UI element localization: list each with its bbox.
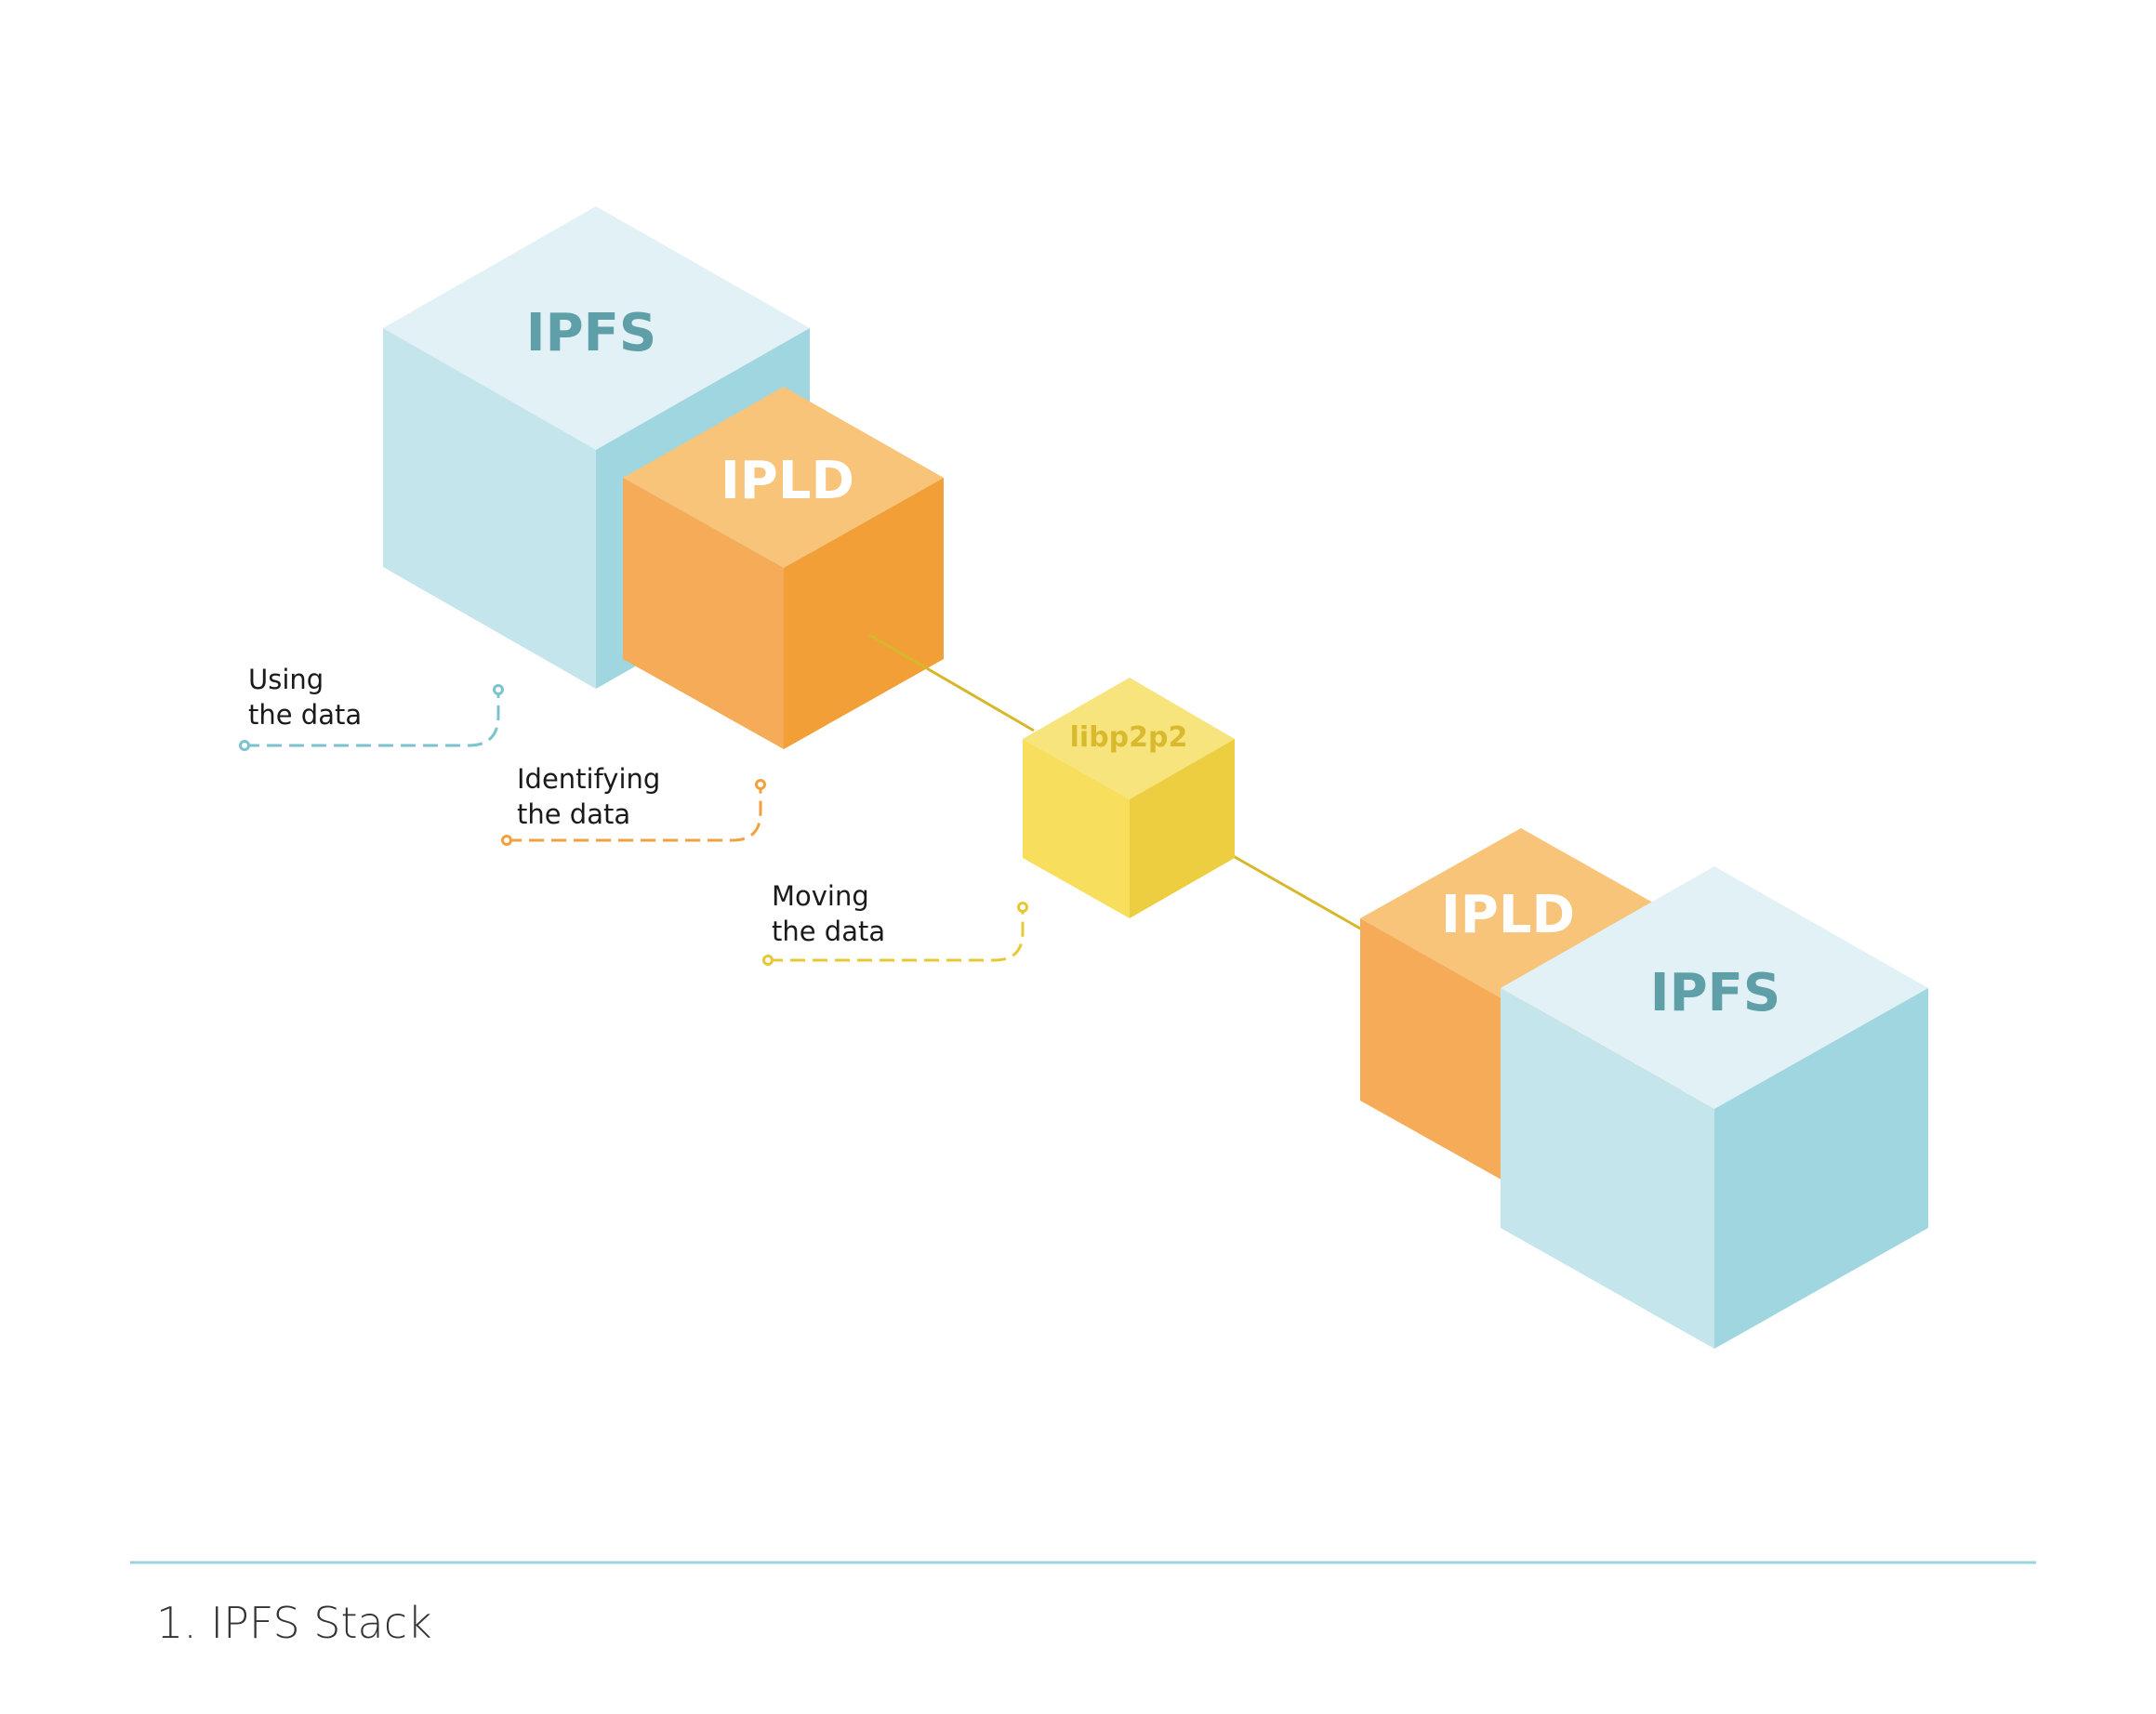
ipld-cube-br-left-face xyxy=(1360,918,1521,1191)
annotation-identifying-line2: the data xyxy=(517,798,630,830)
ipfs-cube-left-face xyxy=(383,328,596,689)
ipfs-cube-br-label: IPFS xyxy=(1650,963,1780,1023)
annotation-using-leader xyxy=(245,690,500,747)
ipfs-cube-br-top-face xyxy=(1501,866,1928,1109)
ipld-cube-right-face xyxy=(784,478,944,749)
ipld-cube-br-label: IPLD xyxy=(1441,885,1575,945)
annotation-using-end-dot xyxy=(493,684,504,695)
annotation-identifying-end-dot xyxy=(755,779,766,790)
ipld-cube-top-face xyxy=(623,387,944,568)
annotation-identifying-the-data: Identifying the data xyxy=(501,763,766,846)
libp2p-cube-left-face xyxy=(1023,739,1130,918)
ipfs-cube-top-face xyxy=(383,206,810,450)
annotation-using-the-data: Using the data xyxy=(239,664,504,751)
ipld-cube-left-face xyxy=(623,478,784,749)
annotation-moving-leader xyxy=(768,907,1025,962)
annotation-using-line2: the data xyxy=(248,699,362,731)
annotation-moving-start-dot xyxy=(762,955,774,966)
annotation-identifying-line1: Identifying xyxy=(517,763,660,795)
connector-line-upper xyxy=(868,633,1035,732)
annotation-using-line1: Using xyxy=(248,664,324,695)
annotation-moving-the-data: Moving the data xyxy=(762,880,1028,966)
ipfs-cube-label: IPFS xyxy=(526,303,656,363)
libp2p-cube: libp2p2 xyxy=(1023,678,1235,918)
figure-caption: 1. IPFS Stack xyxy=(156,1598,432,1648)
ipld-cube-label: IPLD xyxy=(721,451,854,511)
annotation-using-start-dot xyxy=(239,740,250,751)
ipld-cube-top-left: IPLD xyxy=(623,387,944,749)
annotation-moving-end-dot xyxy=(1017,902,1028,913)
ipfs-cube-br-left-face xyxy=(1501,988,1714,1349)
ipld-cube-br-top-face xyxy=(1360,828,1681,1009)
annotation-moving-line2: the data xyxy=(772,916,885,947)
annotation-identifying-leader xyxy=(507,784,762,842)
annotation-identifying-start-dot xyxy=(501,835,512,846)
ipfs-cube-br-right-face xyxy=(1714,988,1928,1349)
libp2p-cube-right-face xyxy=(1130,739,1235,918)
libp2p-cube-top-face xyxy=(1023,678,1235,799)
ipfs-cube-bottom-right: IPFS xyxy=(1501,866,1928,1349)
libp2p-cube-label: libp2p2 xyxy=(1070,721,1188,754)
annotation-moving-line1: Moving xyxy=(772,880,869,912)
